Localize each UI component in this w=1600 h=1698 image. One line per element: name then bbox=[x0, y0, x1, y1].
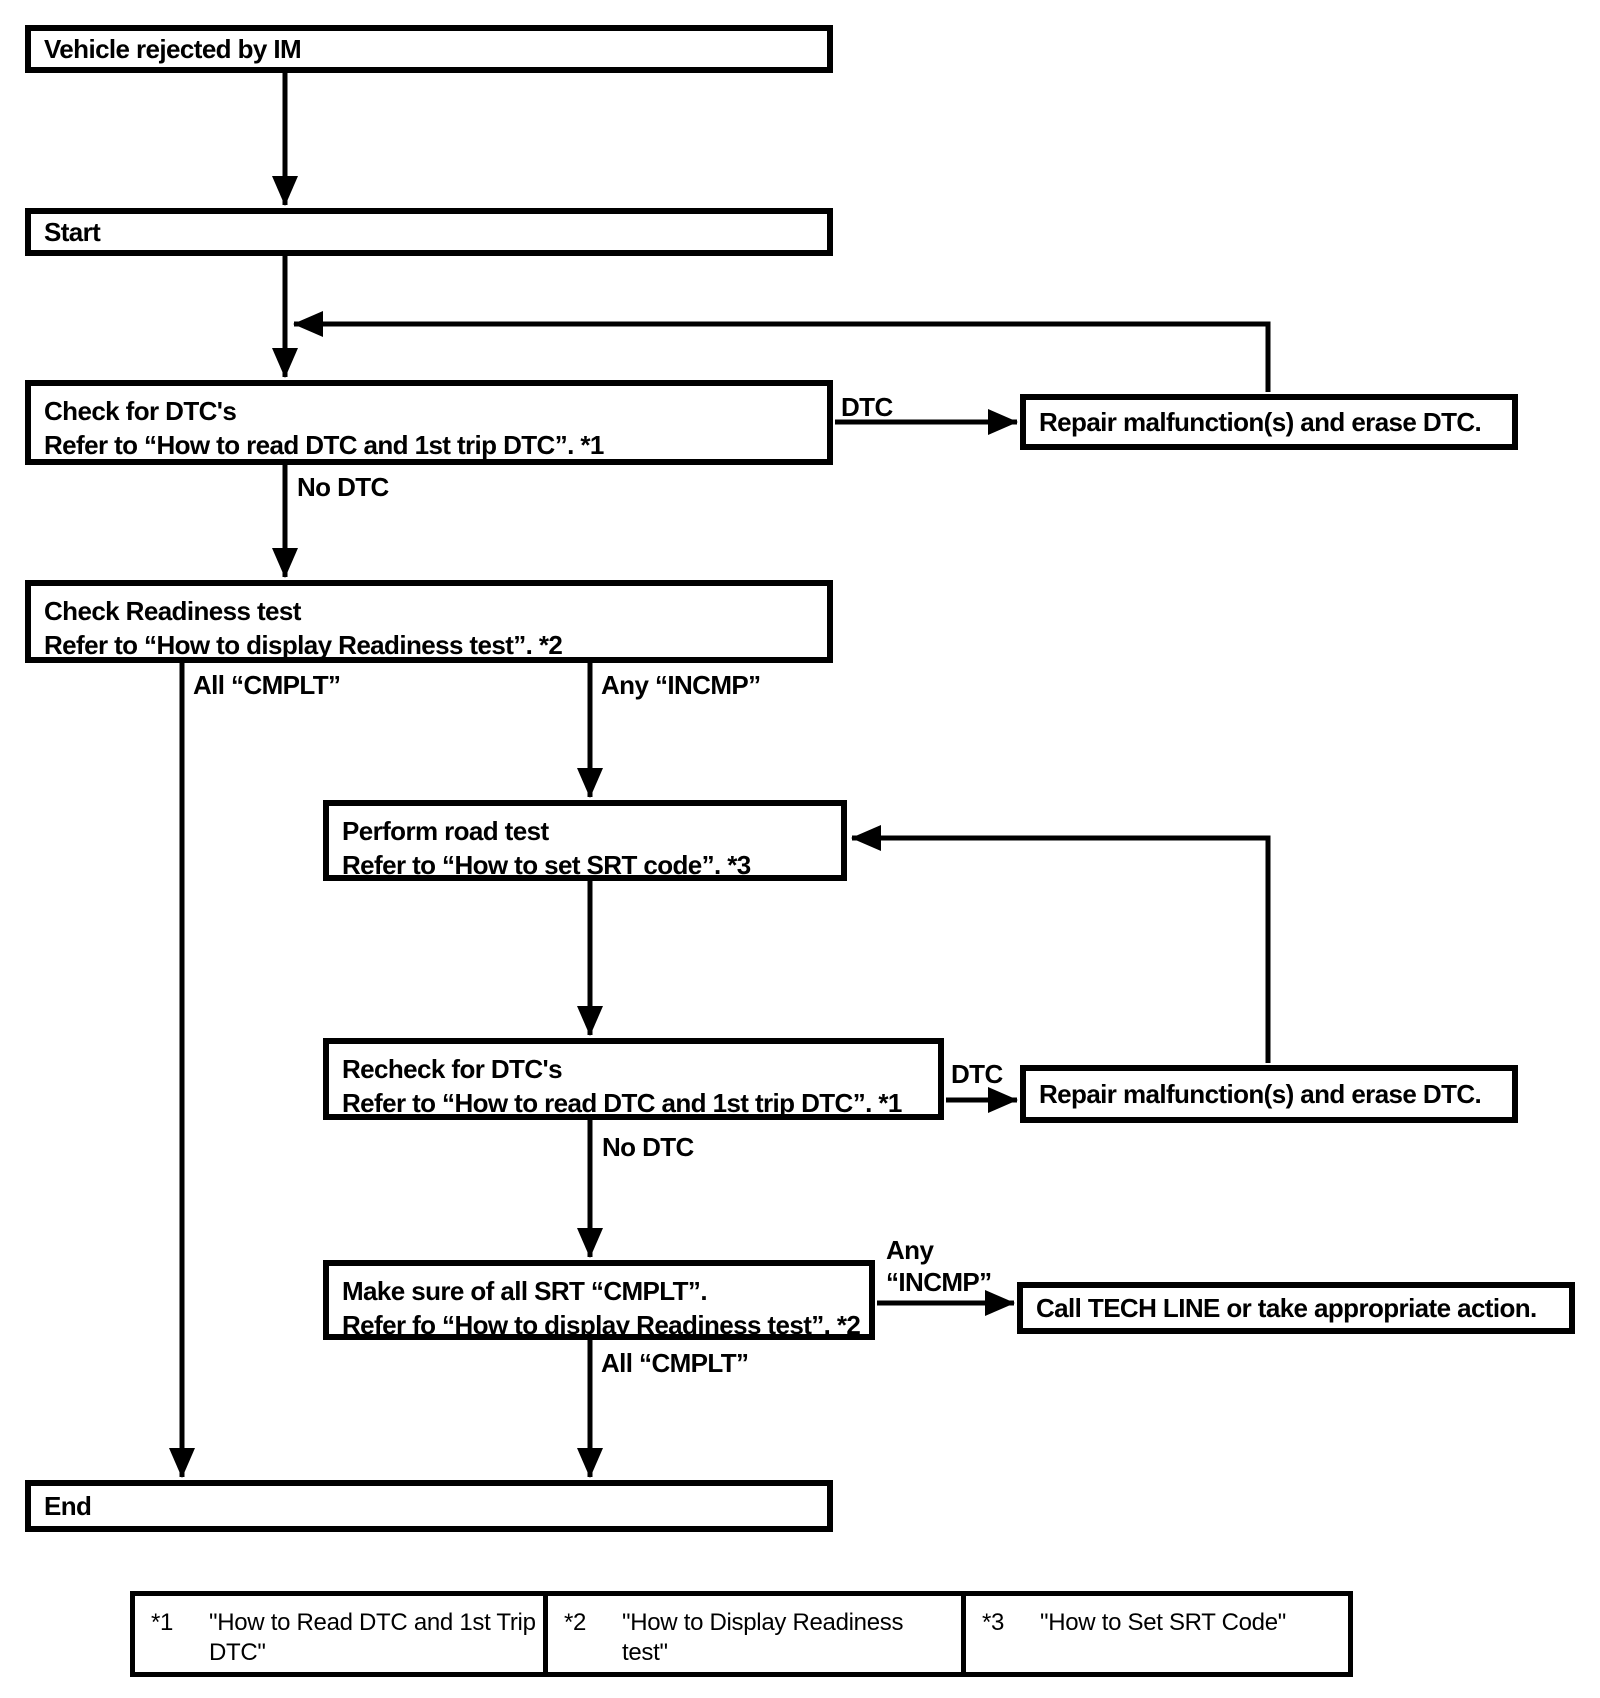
node-tech-line: Call TECH LINE or take appropriate actio… bbox=[1017, 1282, 1575, 1334]
node-text: Refer to “How to read DTC and 1st trip D… bbox=[342, 1088, 902, 1118]
node-text: Perform road test bbox=[342, 816, 549, 846]
footnote-cell-1: *1 "How to Read DTC and 1st Trip DTC" bbox=[135, 1596, 548, 1672]
node-text: Recheck for DTC's bbox=[342, 1054, 563, 1084]
edge-label-line: Any bbox=[886, 1235, 934, 1265]
edge-label-all-cmplt-1: All “CMPLT” bbox=[193, 670, 341, 700]
node-text: Repair malfunction(s) and erase DTC. bbox=[1039, 1079, 1482, 1109]
node-text: Repair malfunction(s) and erase DTC. bbox=[1039, 407, 1482, 437]
node-text: Call TECH LINE or take appropriate actio… bbox=[1036, 1293, 1537, 1323]
edge-label-dtc-2: DTC bbox=[951, 1059, 1003, 1089]
edge-label-all-cmplt-2: All “CMPLT” bbox=[601, 1348, 749, 1378]
node-check-dtc: Check for DTC's Refer to “How to read DT… bbox=[25, 380, 833, 465]
node-text: Start bbox=[44, 217, 101, 247]
footnote-ref: *2 bbox=[564, 1609, 587, 1636]
edge-label-no-dtc-2: No DTC bbox=[602, 1132, 694, 1162]
node-road-test: Perform road test Refer to “How to set S… bbox=[323, 800, 847, 881]
footnote-ref: *1 bbox=[151, 1609, 174, 1636]
footnote-text: "How to Read DTC and 1st Trip DTC" bbox=[209, 1609, 536, 1666]
node-text: Check for DTC's bbox=[44, 396, 237, 426]
footnote-text: "How to Display Readiness test" bbox=[622, 1609, 904, 1666]
node-text: Check Readiness test bbox=[44, 596, 301, 626]
node-repair-1: Repair malfunction(s) and erase DTC. bbox=[1020, 394, 1518, 450]
node-text: Vehicle rejected by IM bbox=[44, 34, 302, 64]
edge-repair1-loopback bbox=[293, 311, 1271, 392]
node-start: Start bbox=[25, 208, 833, 256]
node-check-readiness: Check Readiness test Refer to “How to di… bbox=[25, 580, 833, 663]
edge-label-no-dtc-1: No DTC bbox=[297, 472, 389, 502]
node-text: Refer fo “How to display Readiness test”… bbox=[342, 1310, 861, 1340]
node-vehicle-rejected: Vehicle rejected by IM bbox=[25, 25, 833, 73]
node-text: End bbox=[44, 1491, 92, 1521]
node-text: Make sure of all SRT “CMPLT”. bbox=[342, 1276, 708, 1306]
node-repair-2: Repair malfunction(s) and erase DTC. bbox=[1020, 1065, 1518, 1123]
node-text: Refer to “How to display Readiness test”… bbox=[44, 630, 563, 660]
edge-label-any-incmp-2: Any “INCMP” bbox=[886, 1234, 992, 1298]
edge-label-line: “INCMP” bbox=[886, 1267, 992, 1297]
footnote-ref: *3 bbox=[982, 1609, 1005, 1636]
node-make-sure-srt: Make sure of all SRT “CMPLT”. Refer fo “… bbox=[323, 1260, 875, 1340]
node-text: Refer to “How to read DTC and 1st trip D… bbox=[44, 430, 604, 460]
footnote-cell-2: *2 "How to Display Readiness test" bbox=[548, 1596, 966, 1672]
footnote-cell-3: *3 "How to Set SRT Code" bbox=[966, 1596, 1348, 1672]
node-text: Refer to “How to set SRT code”. *3 bbox=[342, 850, 751, 880]
node-end: End bbox=[25, 1480, 833, 1532]
edge-label-dtc-1: DTC bbox=[841, 392, 893, 422]
footnote-text: "How to Set SRT Code" bbox=[1040, 1609, 1286, 1636]
footnote-table: *1 "How to Read DTC and 1st Trip DTC" *2… bbox=[130, 1591, 1353, 1677]
node-recheck-dtc: Recheck for DTC's Refer to “How to read … bbox=[323, 1038, 944, 1120]
edge-label-any-incmp-1: Any “INCMP” bbox=[601, 670, 761, 700]
edge-repair2-loopback bbox=[851, 825, 1271, 1063]
